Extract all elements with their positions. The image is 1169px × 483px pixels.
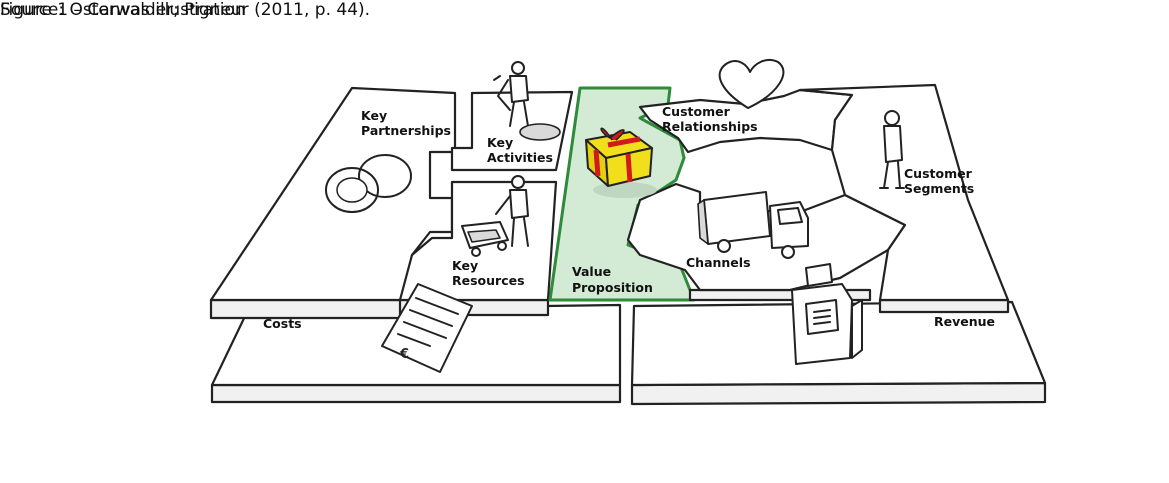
figure-source: Source: Osterwalder; Pigneur (2011, p. 4… [0,0,371,20]
key-partnerships-label: Key Partnerships [361,108,451,138]
customer-segments-block [798,83,1010,314]
customer-relationships-label: Customer Relationships [662,104,758,134]
receipt-icon: € [381,283,473,373]
customer-segments-label: Customer Segments [904,166,976,196]
key-activities-label: Key Activities [487,135,553,165]
heart-icon [718,58,785,109]
svg-text:€: € [399,347,409,362]
channels-label: Channels [686,255,751,270]
cash-register-icon [791,263,863,365]
key-activities-block [450,90,574,172]
figure-title: Figure 1 – Canvas illustration [0,0,246,20]
worker-icon [493,61,561,141]
customer-icon [879,110,905,189]
delivery-truck-icon [697,191,809,259]
key-resources-label: Key Resources [452,258,525,288]
costs-label: Costs [263,316,302,331]
value-proposition-label: Value Proposition [572,264,653,295]
cart-worker-icon [461,175,529,257]
revenue-label: Revenue [934,314,995,329]
key-partnerships-block [209,86,457,320]
gift-box-icon [585,127,657,198]
linked-rings-icon [325,154,412,213]
